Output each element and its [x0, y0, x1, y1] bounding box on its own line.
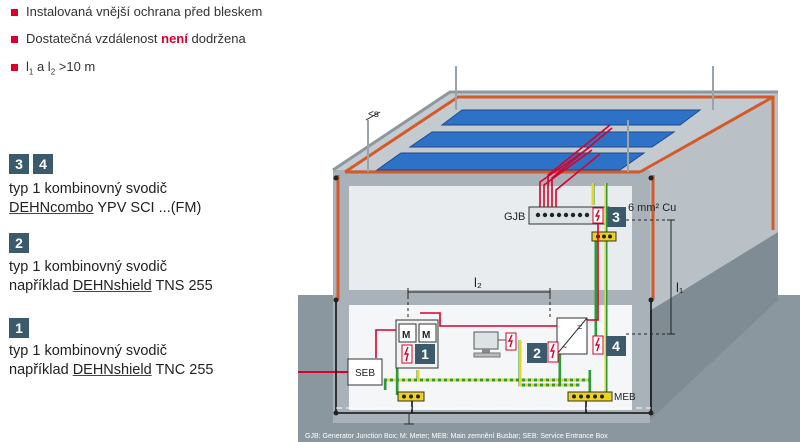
inverter-ac-symbol: ~: [562, 342, 567, 352]
separation-distance-label: <s: [368, 109, 379, 120]
diagram-badge-1: [415, 344, 435, 364]
building-side-underground: [648, 232, 778, 420]
dc-cables: [539, 124, 613, 214]
gjb-terminals: [535, 212, 590, 218]
upper-floor-room: [349, 186, 632, 290]
badge-4: 4: [33, 154, 53, 174]
roof-parapet: [332, 90, 778, 172]
air-termination-conductors: [336, 95, 775, 300]
pv-panel-row: [440, 109, 702, 126]
dc-main-cable: [583, 224, 599, 321]
separation-distance-marker: [365, 111, 381, 121]
cable-size-label: 6 mm² Cu: [628, 202, 676, 214]
bullet-marker: [11, 64, 18, 71]
air-termination-rods: [367, 66, 714, 172]
bullet-distance: Dostatečná vzdálenost není dodržena: [26, 31, 246, 46]
lightning-icon: [549, 343, 555, 359]
description-group-3-4: typ 1 kombinovný svodič DEHNcombo YPV SC…: [9, 180, 201, 218]
bullet-marker: [11, 36, 18, 43]
ac-cable: [420, 312, 557, 327]
description-line: například DEHNshield TNC 255: [9, 362, 214, 378]
monitor-stand: [482, 349, 490, 353]
bullet-lightning-protection: Instalovaná vnější ochrana před bleskem: [26, 4, 263, 19]
l2-label: l₂: [474, 275, 482, 290]
badge-2: 2: [9, 233, 29, 253]
diagram-badge-2-label: 2: [533, 345, 541, 361]
monitor-icon: [473, 331, 499, 350]
meter-1: [398, 323, 417, 343]
lightning-icon: [403, 346, 409, 362]
pv-panel-row: [375, 152, 646, 171]
diagram-footnote: GJB: Generator Junction Box; M: Meter; M…: [305, 433, 608, 440]
lightning-icon: [507, 334, 513, 348]
meter-2: [418, 323, 437, 343]
description-line: DEHNcombo YPV SCI ...(FM): [9, 200, 202, 216]
meter-2-label: M: [422, 330, 430, 341]
keyboard-icon: [473, 352, 501, 358]
lightning-icon: [594, 337, 600, 352]
dimension-l1: [626, 219, 675, 335]
diagram-badge-1-label: 1: [421, 346, 429, 362]
description-line: například DEHNshield TNS 255: [9, 278, 213, 294]
description-group-2: typ 1 kombinovný svodič například DEHNsh…: [9, 258, 213, 296]
meb-label: MEB: [614, 392, 636, 403]
pv-panel-row: [408, 131, 676, 148]
bullet-lengths: l1 a l2 >10 m: [26, 59, 96, 77]
bullet-marker: [11, 9, 18, 16]
lightning-icon: [594, 209, 601, 222]
description-line: typ 1 kombinovný svodič: [9, 259, 167, 275]
description-line: typ 1 kombinovný svodič: [9, 181, 167, 197]
l1-label: l₁: [676, 280, 684, 295]
seb-to-meter-cable: [375, 329, 396, 358]
diagram-badge-4: [606, 336, 626, 356]
seb-label: SEB: [355, 368, 375, 379]
seb-box: [347, 358, 383, 386]
connection-points: [333, 175, 654, 416]
diagram-badge-3: [606, 207, 626, 227]
badge-3: 3: [9, 154, 29, 174]
meter-1-label: M: [402, 330, 410, 341]
badge-1: 1: [9, 318, 29, 338]
dimension-l2: [407, 288, 551, 320]
diagram-badge-2: [527, 343, 547, 363]
gjb-label: GJB: [504, 211, 525, 223]
inverter-diagonal: [556, 317, 588, 355]
diagram-badge-3-label: 3: [612, 209, 620, 225]
inverter-dc-symbol: =: [577, 322, 582, 332]
diagram-badge-4-label: 4: [612, 338, 620, 354]
building-side-wall: [648, 92, 778, 312]
description-line: typ 1 kombinovný svodič: [9, 343, 167, 359]
foundation-earth-electrode: [335, 300, 652, 414]
description-group-1: typ 1 kombinovný svodič například DEHNsh…: [9, 342, 213, 380]
